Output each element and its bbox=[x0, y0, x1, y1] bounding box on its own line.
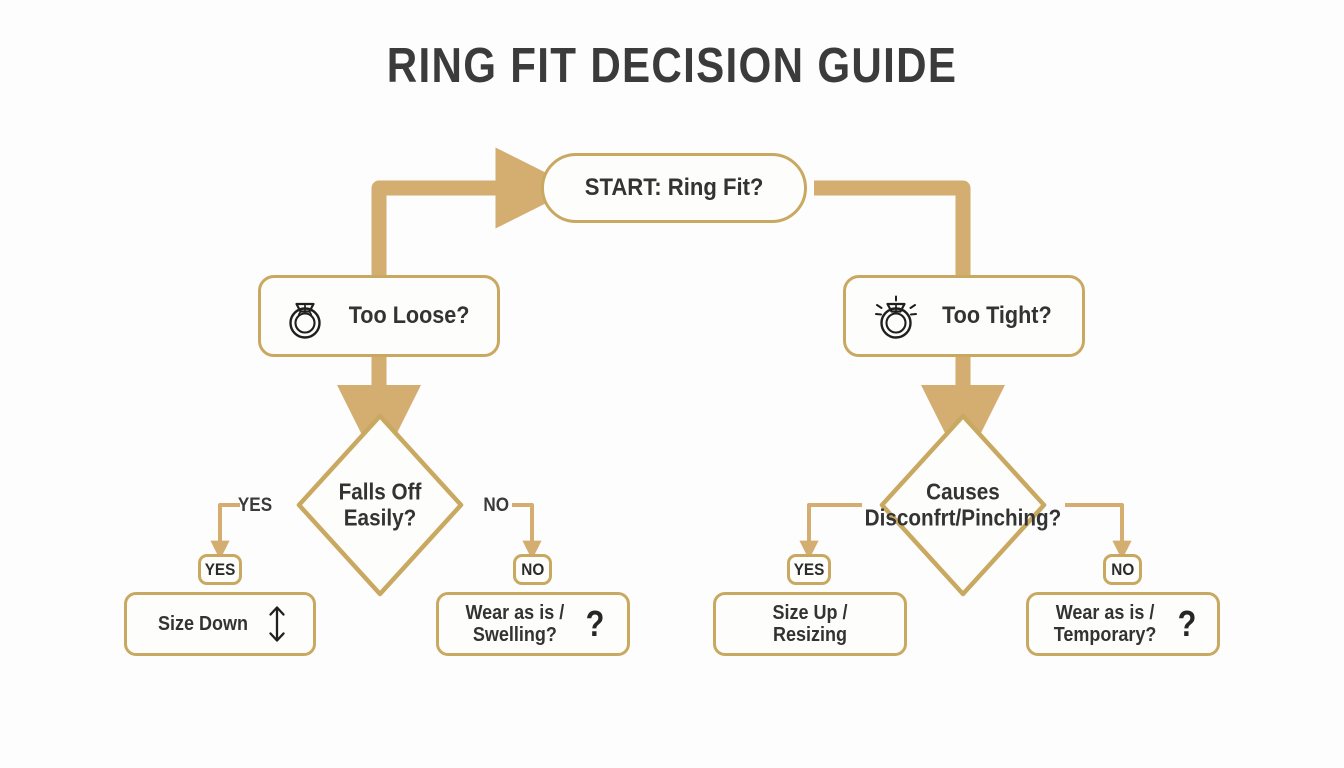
question-mark-icon: ? bbox=[1177, 603, 1197, 644]
connector-left-decision-no bbox=[512, 503, 542, 560]
badge-right-no[interactable]: NO bbox=[1103, 554, 1142, 585]
decision-causes-discomfort-label: Causes Disconfrt/Pinching? bbox=[864, 478, 1062, 530]
result-wear-as-is-swelling-label: Wear as is / Swelling? bbox=[465, 601, 565, 646]
connector-right-decision-no bbox=[1065, 503, 1132, 560]
node-too-loose-label: Too Loose? bbox=[348, 302, 470, 329]
edge-label-left-yes: YES bbox=[237, 495, 273, 516]
ring-icon bbox=[282, 292, 328, 340]
page-title: RING FIT DECISION GUIDE bbox=[386, 39, 958, 93]
node-start-label: START: Ring Fit? bbox=[584, 174, 764, 201]
result-size-up-resizing[interactable]: Size Up / Resizing bbox=[713, 592, 907, 656]
node-too-tight-label: Too Tight? bbox=[942, 302, 1052, 329]
decision-falls-off-easily[interactable]: Falls Off Easily? bbox=[295, 412, 465, 598]
question-mark-icon: ? bbox=[585, 603, 605, 644]
result-wear-as-is-swelling[interactable]: Wear as is / Swelling? ? bbox=[436, 592, 630, 656]
connector-left-decision-yes bbox=[210, 503, 240, 560]
up-down-arrow-icon bbox=[267, 605, 287, 643]
result-size-up-resizing-label: Size Up / Resizing bbox=[772, 601, 848, 646]
connector-too-loose-to-start bbox=[371, 147, 577, 277]
node-too-loose[interactable]: Too Loose? bbox=[258, 275, 500, 357]
decision-causes-discomfort[interactable]: Causes Disconfrt/Pinching? bbox=[865, 412, 1061, 598]
sparkling-ring-icon bbox=[870, 292, 922, 340]
result-size-down-label: Size Down bbox=[157, 612, 248, 635]
badge-left-no[interactable]: NO bbox=[513, 554, 552, 585]
edge-label-left-no: NO bbox=[483, 495, 510, 516]
connector-right-decision-yes bbox=[799, 503, 862, 560]
result-wear-as-is-temporary-label: Wear as is / Temporary? bbox=[1053, 601, 1157, 646]
node-too-tight[interactable]: Too Tight? bbox=[843, 275, 1085, 357]
connector-start-to-too-tight bbox=[814, 180, 971, 276]
result-wear-as-is-temporary[interactable]: Wear as is / Temporary? ? bbox=[1026, 592, 1220, 656]
badge-right-yes[interactable]: YES bbox=[787, 554, 831, 585]
result-size-down[interactable]: Size Down bbox=[124, 592, 316, 656]
badge-left-yes[interactable]: YES bbox=[198, 554, 242, 585]
node-start[interactable]: START: Ring Fit? bbox=[541, 153, 807, 223]
decision-falls-off-easily-label: Falls Off Easily? bbox=[338, 478, 422, 530]
